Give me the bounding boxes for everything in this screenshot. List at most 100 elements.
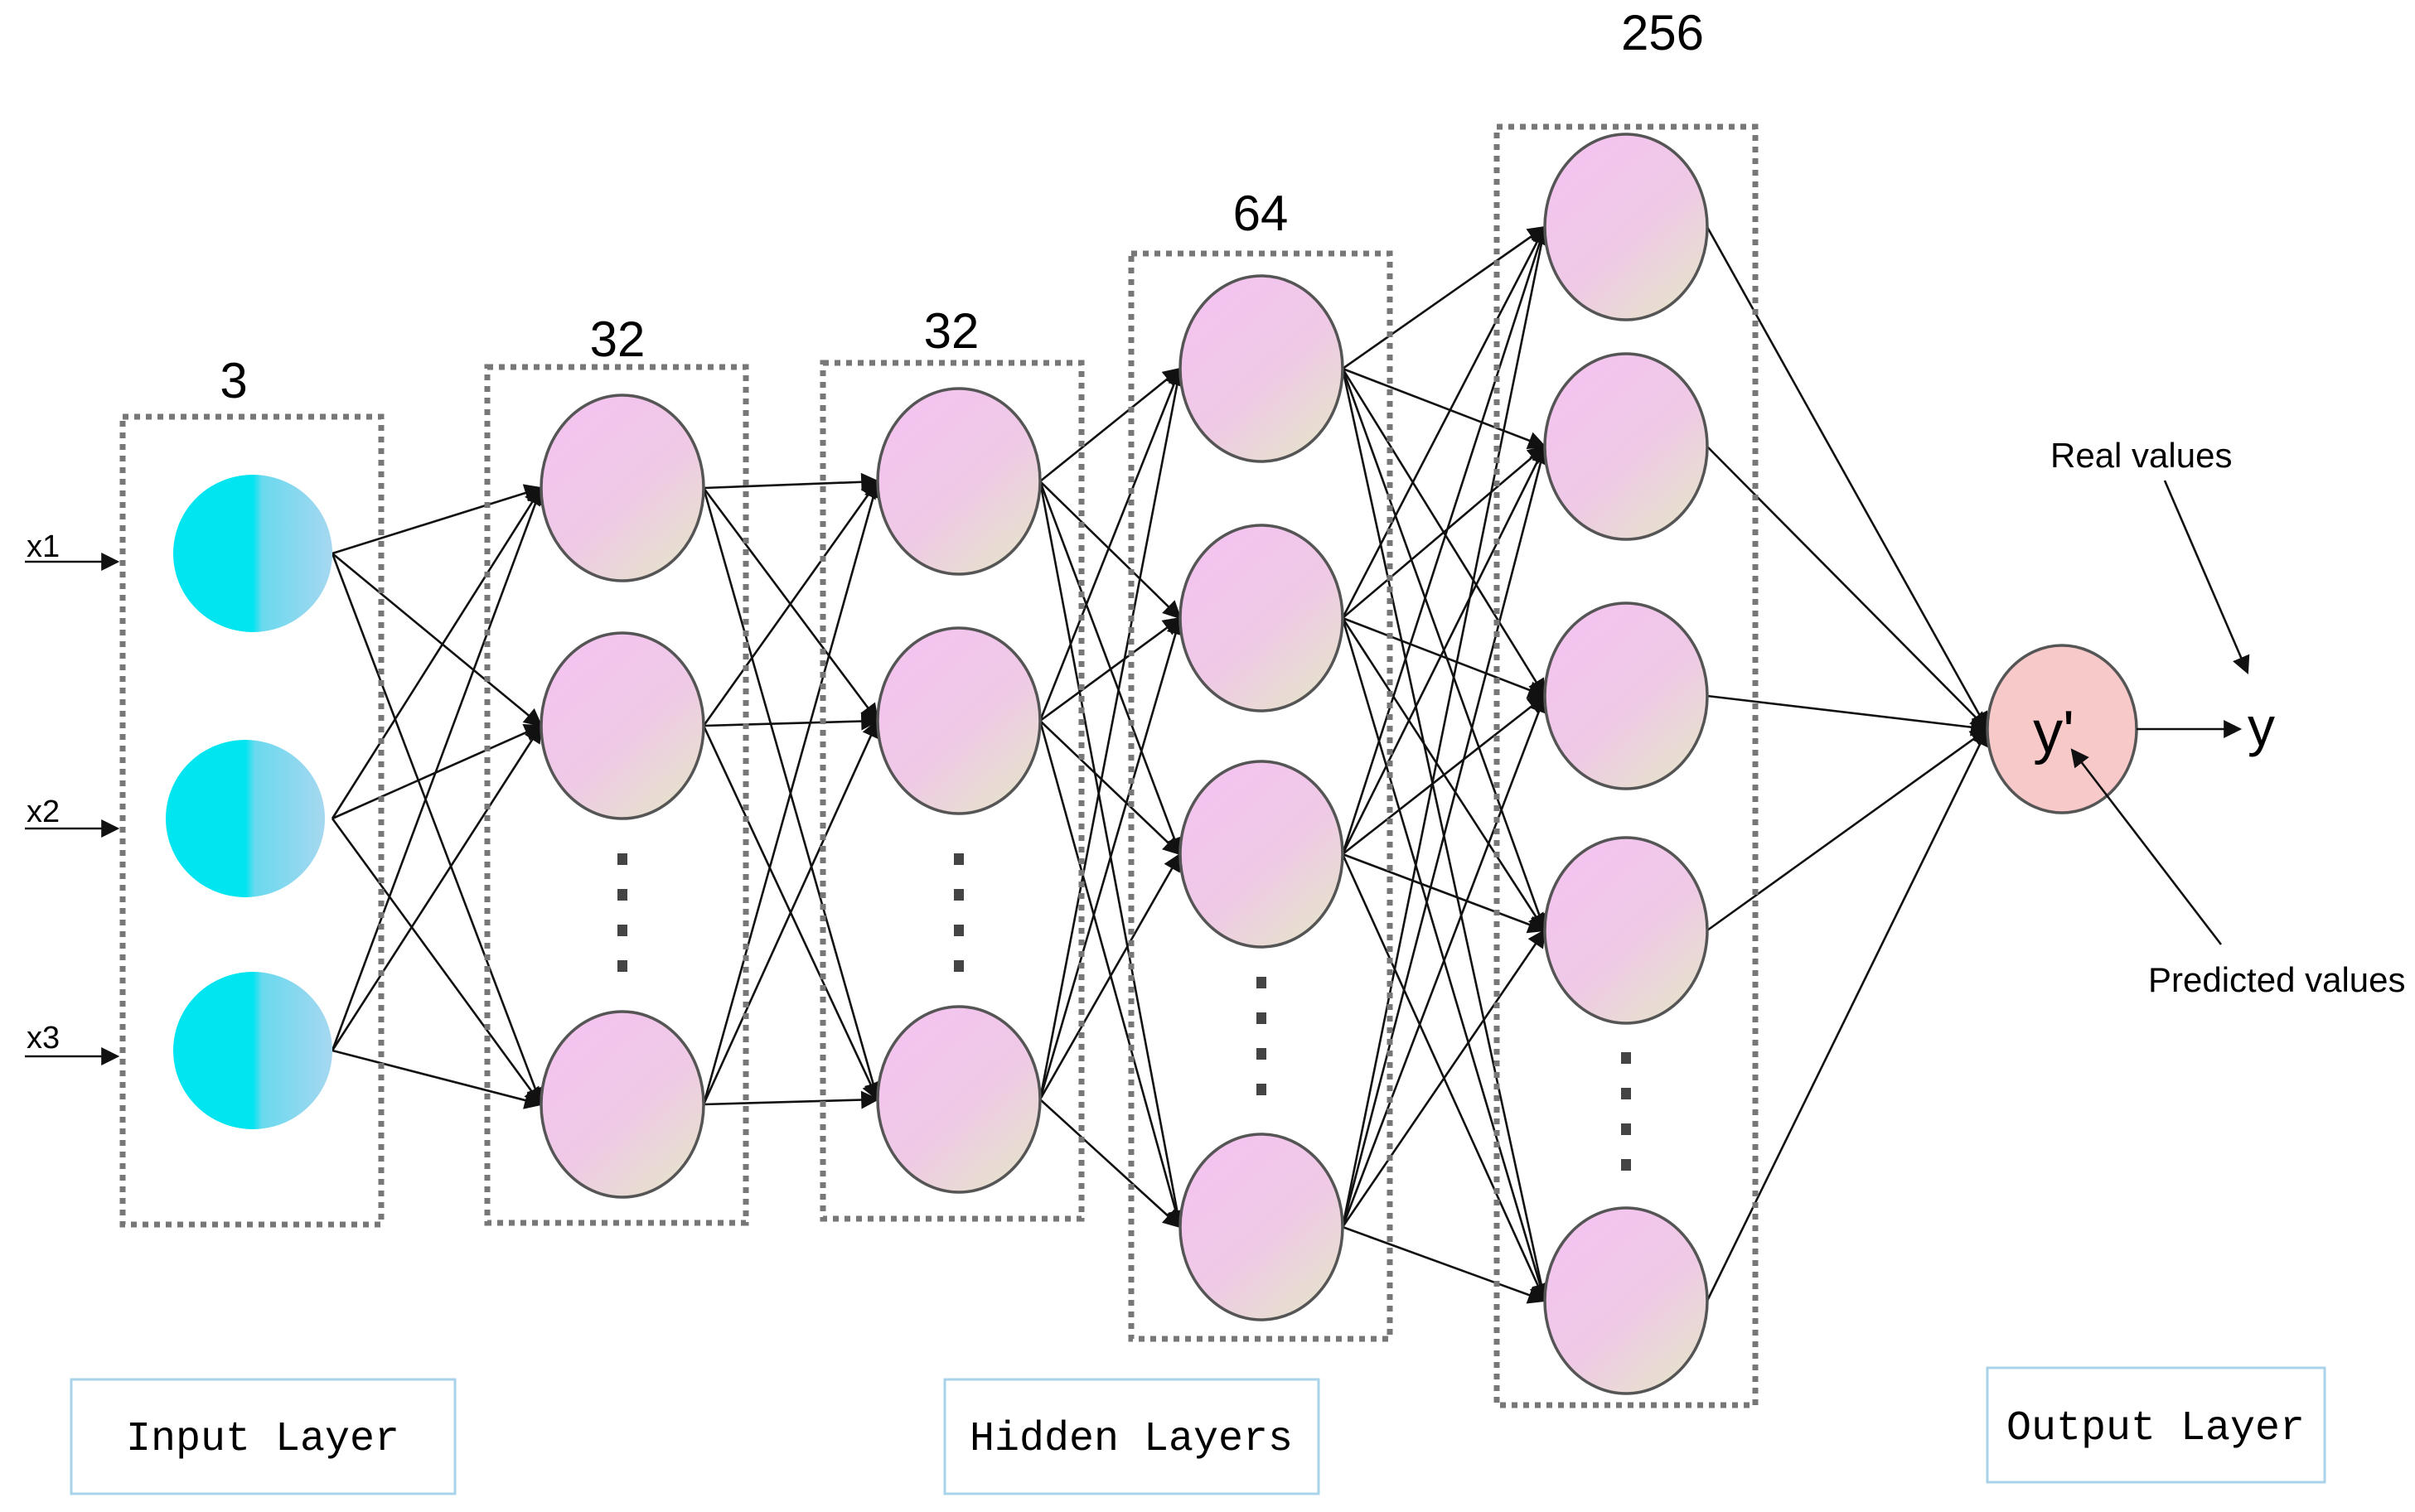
input-layer-size-label: 3 [220,353,247,408]
connection-edge [1039,481,1182,620]
connection-edge [1341,445,1546,855]
connection-edge [1706,727,1989,932]
connection-edge [1039,1099,1182,1229]
hidden-node [1543,601,1709,790]
connection-edge [331,818,543,1106]
connection-edge [1342,445,1546,619]
output-node-label: y' [2033,699,2074,766]
hidden-node [1178,524,1344,713]
target-label: y [2248,696,2275,757]
hidden-layer-3-box [1128,250,1393,1342]
connection-edge [1341,225,1551,1228]
connection-edge [1341,693,1548,1228]
connection-edge [331,485,544,1051]
hidden-node [1178,760,1344,949]
connection-edge [332,1049,544,1109]
connection-edge [1341,444,1550,1228]
connection-edge [1342,225,1546,370]
legend-output-layer-label: Output Layer [2006,1405,2305,1452]
hidden-layer-1 [540,394,705,1199]
legend-input-layer: Input Layer [70,1378,457,1495]
real-values-annotation: Real values [2050,436,2232,475]
legend-hidden-layers: Hidden Layers [943,1378,1320,1495]
hidden-layer-4 [1543,133,1709,1395]
hidden-layer-2-size-label: 32 [924,303,980,359]
hidden-node [1178,1133,1344,1321]
real-values-pointer [2163,480,2250,675]
output-layer: y' [1986,644,2138,814]
connection-edge [1038,616,1185,1100]
connection-edge [702,479,883,1105]
input-node [173,475,332,632]
hidden-node [1543,352,1709,541]
connection-edge [1038,366,1187,1100]
input-label-x2: x2 [27,795,60,829]
connection-edge [332,552,543,727]
connection-edge [1706,694,1990,737]
connection-edge [703,1090,880,1109]
ellipsis-dots [1621,1052,1631,1171]
connection-edge [1342,1225,1547,1304]
connection-edge [1342,616,1547,699]
connection-edge [331,553,544,1107]
hidden-layer-3-size-label: 64 [1233,186,1289,241]
predicted-values-annotation: Predicted values [2148,960,2406,999]
connection-edge [331,486,543,819]
connection-edge [1039,720,1182,856]
connection-edge [331,724,543,1051]
hidden-node [1543,836,1709,1025]
hidden-node [1543,1206,1709,1395]
input-layer-box [119,413,385,1228]
connection-edge [1039,367,1182,483]
ellipsis-dots [617,853,627,972]
input-layer [166,475,332,1129]
connection-edge [1038,481,1187,1229]
hidden-node [1178,274,1344,463]
connection-edge [1038,720,1185,1229]
hidden-layer-1-size-label: 32 [590,312,646,367]
hidden-layer-4-box [1493,123,1759,1408]
connection-edge [1038,366,1183,722]
ellipsis-dots [1256,977,1266,1095]
predicted-values-pointer [2070,748,2223,945]
connection-edge [1706,727,1989,1302]
connection-edge [1341,929,1546,1228]
connection-edge [1038,853,1182,1100]
hidden-node [876,1005,1042,1194]
hidden-layer-3 [1178,274,1344,1321]
hidden-node [540,394,705,582]
connection-edge [332,484,544,555]
legend-hidden-layers-label: Hidden Layers [970,1416,1293,1463]
input-label-x3: x3 [27,1021,60,1056]
hidden-node [540,631,705,820]
connection-edge [1341,225,1546,619]
input-node [173,972,332,1129]
connection-edge [702,718,879,1105]
connection-edge [1342,367,1547,450]
connection-edge [703,712,880,731]
legend-input-layer-label: Input Layer [126,1416,399,1463]
connection-edge [1039,616,1182,722]
input-label-x1: x1 [27,529,60,564]
hidden-layer-2 [876,387,1042,1194]
input-node [166,740,325,897]
connection-edge [1341,225,1549,855]
hidden-node [876,626,1042,815]
connection-edge [703,472,880,491]
hidden-layer-2-box [820,360,1085,1222]
legend-output-layer: Output Layer [1986,1366,2326,1484]
hidden-layer-1-box [484,364,749,1226]
hidden-layer-4-size-label: 256 [1621,5,1704,60]
connection-edge [1342,853,1547,934]
connection-edge [1342,694,1546,856]
connection-edge [1706,226,1989,731]
connection-edge [1038,481,1183,857]
hidden-node [540,1010,705,1199]
connection-edge [702,480,879,727]
ellipsis-dots [954,853,964,972]
connections [331,225,1990,1304]
hidden-node [876,387,1042,576]
hidden-node [1543,133,1709,321]
connection-edge [1706,446,1989,731]
